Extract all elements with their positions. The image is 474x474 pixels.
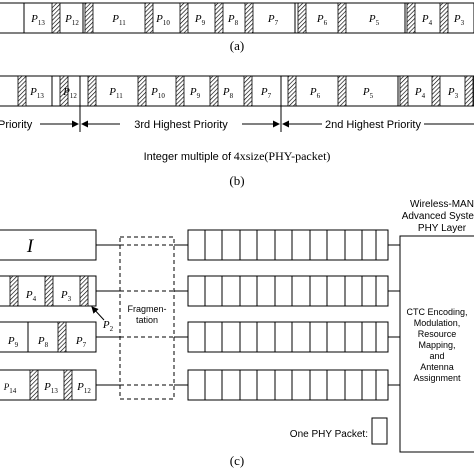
phy-body-line: Mapping,	[418, 340, 455, 350]
phy-body-line: Assignment	[413, 373, 461, 383]
p2-arrow	[91, 306, 105, 321]
queue-2-packet-label: P3	[60, 289, 72, 303]
phy-title-line: Advanced System	[402, 211, 474, 222]
queue-1	[0, 229, 97, 261]
phy-body-line: Antenna	[420, 362, 454, 372]
fragmentation-box	[119, 236, 175, 400]
queue-4-packet-label: P14	[3, 382, 17, 395]
row-b-packet-label: P6	[309, 86, 321, 100]
row-a-packet-label: P9	[194, 13, 206, 27]
row-a-packet-label: P7	[267, 13, 279, 27]
row-b-packet-label: P13	[29, 86, 44, 100]
size-note-prefix: Integer multiple of	[144, 151, 232, 163]
phy-slot-buffer-4	[187, 369, 389, 401]
row-b-packet-label: P8	[222, 86, 234, 100]
priority-label-left: Priority	[0, 119, 33, 131]
phy-slot-buffer-2	[187, 275, 389, 307]
phy-body-line: and	[429, 351, 444, 361]
queue-3-packet-label: P7	[75, 335, 87, 349]
phy-title-line: Wireless-MAN	[410, 199, 474, 210]
row-b-packet-label: P4	[414, 86, 426, 100]
phy-title-line: PHY Layer	[418, 223, 467, 234]
caption-c: (c)	[230, 453, 244, 468]
row-b-packet-label: P9	[189, 86, 201, 100]
fragmentation-label-line: tation	[136, 315, 158, 325]
size-note: Integer multiple of 4xsize(PHY-packet)	[144, 149, 331, 163]
row-a-packet-label: P8	[227, 13, 239, 27]
queue-2	[0, 275, 97, 307]
priority-label-3rd: 3rd Highest Priority	[134, 119, 228, 131]
priority-label-2nd: 2nd Highest Priority	[325, 119, 421, 131]
queue-3-packet-label: P9	[7, 335, 19, 349]
caption-a: (a)	[230, 38, 244, 53]
row-b-packet-label: P7	[260, 86, 272, 100]
row-b-packet-stream	[0, 75, 474, 107]
queue-connectors	[96, 244, 120, 386]
queue-1-label: I	[26, 236, 35, 257]
row-a-packet-label: P6	[316, 13, 328, 27]
queue-4-packet-label: P13	[43, 381, 58, 395]
legend-phy-packet-swatch	[371, 417, 388, 445]
phy-slot-buffer-3	[187, 321, 389, 353]
phy-body-line: Modulation,	[414, 318, 461, 328]
fragmentation-label-line: Fragmen-	[127, 304, 166, 314]
row-b-packet-label: P12	[62, 86, 77, 100]
row-a-packet-label: P13	[30, 13, 45, 27]
row-a-frame	[0, 2, 474, 34]
row-a-packet-label: P11	[111, 13, 126, 27]
priority-brackets	[40, 106, 474, 132]
row-a-packet-label: P12	[64, 13, 79, 27]
phy-body-line: CTC Encoding,	[406, 307, 467, 317]
queue-3	[0, 321, 97, 353]
queue-2-packet-label: P4	[25, 289, 37, 303]
queue-4	[0, 369, 97, 401]
caption-b: (b)	[229, 173, 244, 188]
row-a-packet-label: P5	[368, 13, 380, 27]
queue-3-packet-label: P8	[37, 335, 49, 349]
legend-label: One PHY Packet:	[290, 429, 368, 440]
row-b-packet-label: P3	[447, 86, 459, 100]
queue-4-packet-label: P12	[76, 381, 91, 395]
phy-slot-buffer-1	[187, 229, 389, 261]
row-b-frame	[0, 75, 474, 107]
buffer-to-phy-connectors	[388, 244, 400, 386]
fragmentation-paths	[120, 244, 188, 386]
row-b-packet-label: P5	[362, 86, 374, 100]
phy-body-line: Resource	[418, 329, 457, 339]
row-b-packet-label: P11	[108, 86, 123, 100]
size-note-value: 4xsize(PHY-packet)	[234, 149, 331, 163]
row-a-packet-stream	[0, 2, 474, 34]
row-a-packet-label: P3	[453, 13, 465, 27]
row-b-packet-label: P10	[150, 86, 165, 100]
row-a-packet-label: P4	[421, 13, 433, 27]
p2-label: P2	[102, 319, 114, 333]
phy-layer-block	[399, 235, 474, 453]
row-a-packet-label: P10	[155, 13, 170, 27]
